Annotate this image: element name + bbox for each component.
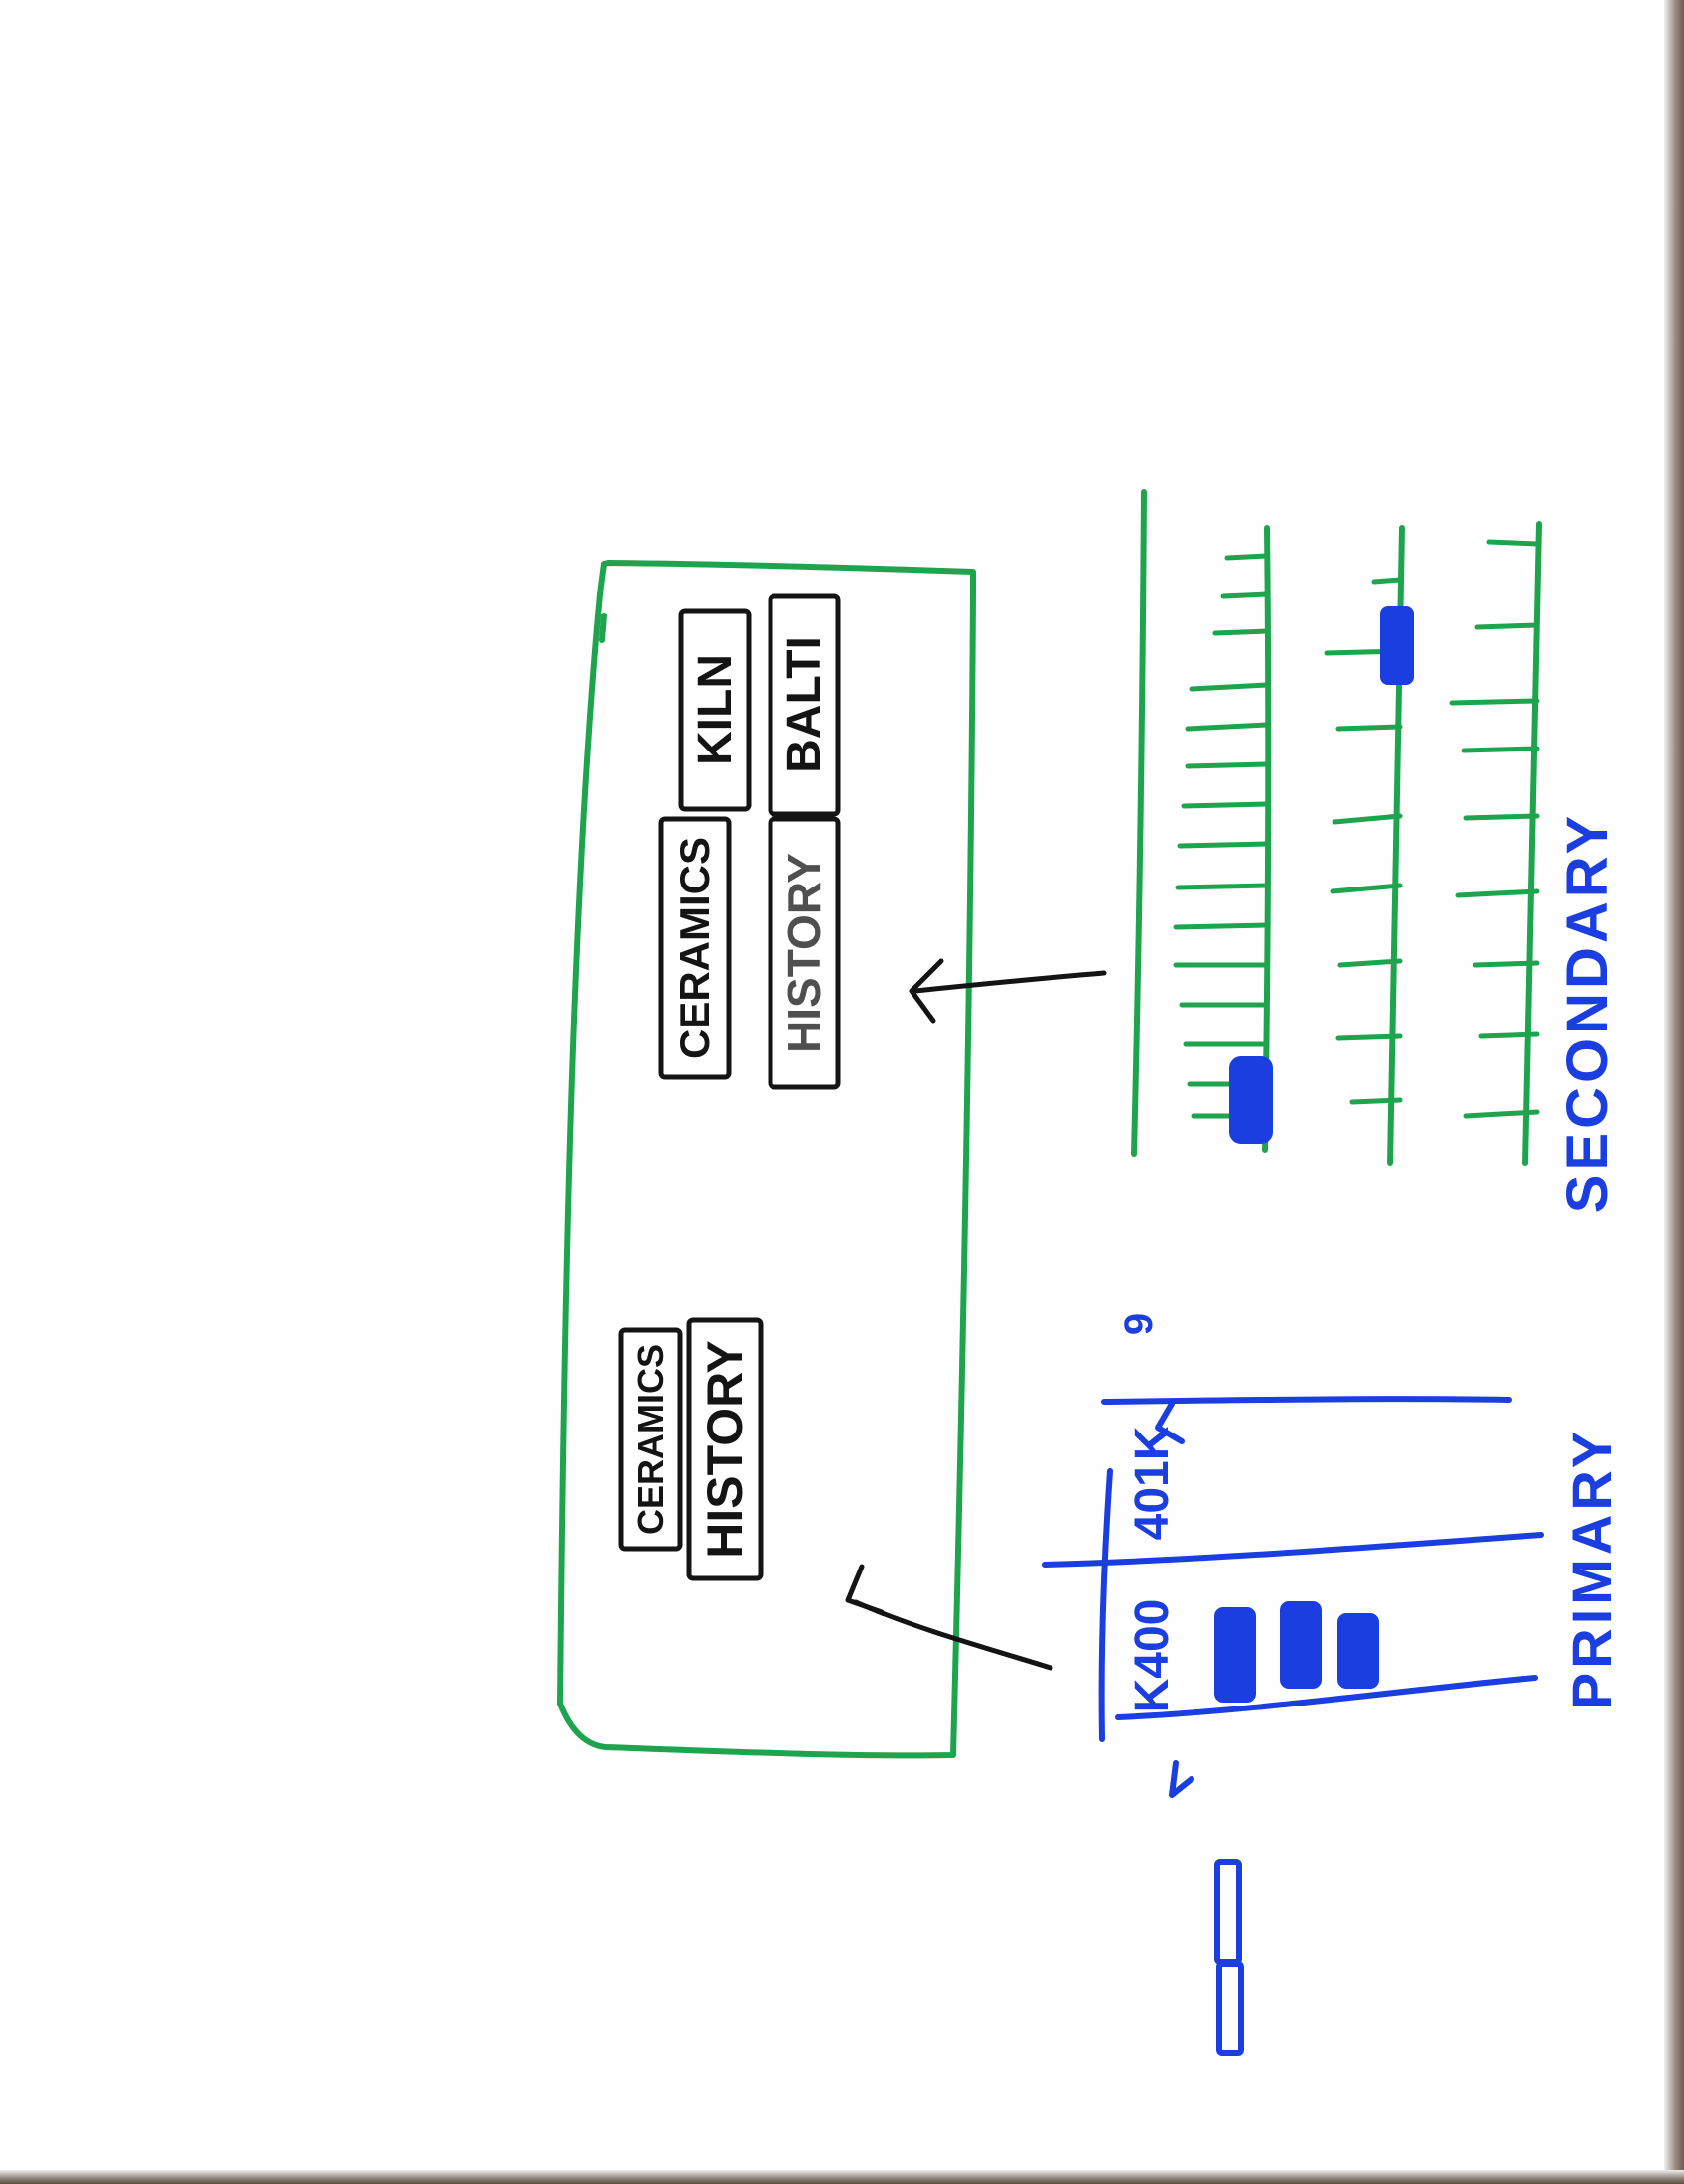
arrow-down-icon[interactable] bbox=[1169, 1760, 1194, 1798]
arrow-secondary-to-panel bbox=[909, 958, 1107, 1024]
secondary-track-0 bbox=[1131, 489, 1147, 1157]
primary-top-mark: 9 bbox=[1117, 1313, 1161, 1335]
primary-divider bbox=[1098, 1468, 1113, 1742]
tag-card-border bbox=[768, 816, 841, 1090]
tag-card-label: CERAMICS bbox=[631, 1344, 671, 1535]
primary-row-label-2: 401K bbox=[1126, 1426, 1179, 1540]
secondary-sliders bbox=[1131, 489, 1542, 1166]
slider-handle[interactable] bbox=[1380, 606, 1414, 685]
primary-tag-cards: CERAMICS HISTORY bbox=[618, 1317, 764, 1581]
slider-ticks bbox=[1173, 553, 1270, 1119]
primary-nav bbox=[1042, 1396, 1544, 2056]
panel-border-tick bbox=[599, 613, 607, 643]
panel-border bbox=[557, 560, 976, 1759]
primary-separator-2 bbox=[1042, 1532, 1544, 1568]
slider-track bbox=[1387, 525, 1405, 1166]
primary-cell-2[interactable] bbox=[1280, 1601, 1322, 1689]
content-panel bbox=[557, 560, 976, 1759]
tag-card-ceramics[interactable]: CERAMICS bbox=[658, 816, 732, 1080]
secondary-label: SECONDARY bbox=[1555, 812, 1619, 1213]
scanner-edge-bottom bbox=[0, 2170, 1684, 2184]
primary-selected-cells bbox=[1214, 1601, 1379, 1703]
tag-card-border bbox=[618, 1327, 683, 1552]
primary-label: PRIMARY bbox=[1560, 1428, 1622, 1709]
primary-row-label-1: K400 bbox=[1126, 1599, 1179, 1713]
slider-ticks bbox=[1449, 539, 1540, 1119]
tag-card-border bbox=[686, 1317, 764, 1581]
tag-card-kiln[interactable]: KILN bbox=[678, 608, 752, 812]
secondary-slider-3[interactable] bbox=[1449, 521, 1542, 1166]
primary-cell-3[interactable] bbox=[1337, 1613, 1379, 1689]
tag-card-border bbox=[658, 816, 732, 1080]
arrow-primary-to-panel bbox=[845, 1564, 1053, 1671]
scanner-edge-right bbox=[1664, 0, 1684, 2184]
tag-card-label: HISTORY bbox=[697, 1340, 753, 1558]
tag-card-label: CERAMICS bbox=[671, 837, 718, 1059]
tag-card-border bbox=[768, 593, 841, 817]
secondary-tag-cards: CERAMICS KILN HISTORY BALTI bbox=[658, 593, 841, 1090]
primary-separator-3 bbox=[1115, 1675, 1538, 1720]
secondary-slider-1[interactable] bbox=[1173, 525, 1273, 1153]
slider-track bbox=[1522, 521, 1542, 1166]
tag-card-balti[interactable]: BALTI bbox=[768, 593, 841, 817]
slider-track bbox=[1262, 525, 1272, 1153]
tag-card-label: KILN bbox=[689, 654, 742, 765]
primary-empty-slot-2[interactable] bbox=[1216, 1961, 1244, 2056]
primary-separator-1 bbox=[1101, 1396, 1512, 1405]
tag-card-history-primary[interactable]: HISTORY bbox=[686, 1317, 764, 1581]
primary-empty-slot-1[interactable] bbox=[1214, 1859, 1242, 1965]
tag-card-label: BALTI bbox=[778, 636, 831, 773]
tag-card-ceramics-primary[interactable]: CERAMICS bbox=[618, 1327, 683, 1552]
chevron-left-icon[interactable] bbox=[1155, 1401, 1185, 1444]
arrows bbox=[845, 958, 1107, 1671]
tag-card-border bbox=[678, 608, 752, 812]
primary-cell-1[interactable] bbox=[1214, 1607, 1256, 1703]
tag-card-history[interactable]: HISTORY bbox=[768, 816, 841, 1090]
secondary-slider-2[interactable] bbox=[1324, 525, 1414, 1166]
slider-handle[interactable] bbox=[1229, 1056, 1273, 1144]
tag-card-label: HISTORY bbox=[778, 853, 830, 1053]
